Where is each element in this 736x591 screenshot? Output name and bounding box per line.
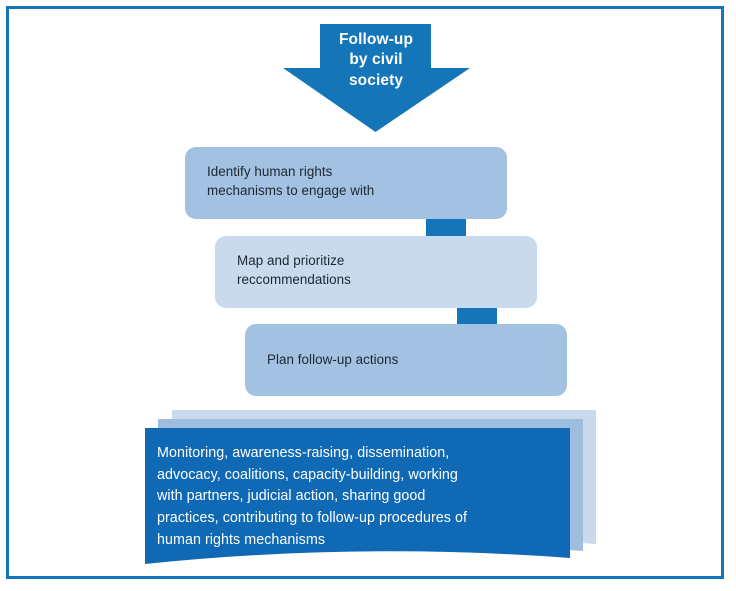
outcome-line-2: advocacy, coalitions, capacity-building,…	[157, 466, 458, 483]
outcome-line-5: human rights mechanisms	[157, 531, 326, 548]
outcome-stack-label: Monitoring, awareness-raising, dissemina…	[157, 443, 557, 552]
outcome-stack-front-layer	[145, 428, 570, 564]
outcome-line-3: with partners, judicial action, sharing …	[157, 488, 426, 505]
header-arrow-label-line-2: by civil	[349, 51, 403, 69]
outcome-line-1: Monitoring, awareness-raising, dissemina…	[157, 445, 450, 461]
step-box-2-line-1: Map and prioritize	[237, 253, 345, 268]
step-box-1-line-1: Identify human rights	[207, 164, 333, 179]
header-arrow-label-line-3: society	[348, 71, 404, 89]
step-box-1-line-2: mechanisms to engage with	[207, 183, 375, 199]
step-box-plan-actions: Plan follow-up actions	[245, 324, 567, 396]
step-box-identify-mechanisms: Identify human rights mechanisms to enga…	[185, 147, 507, 219]
step-box-2-line-2: reccommendations	[237, 272, 351, 288]
header-arrow-label-line-1: Follow-up	[338, 31, 414, 48]
header-arrow-shape	[283, 24, 470, 132]
step-box-3-line-1: Plan follow-up actions	[267, 352, 399, 367]
step-box-3-label: Plan follow-up actions	[267, 350, 527, 369]
step-box-map-prioritize: Map and prioritize reccommendations	[215, 236, 537, 308]
outcome-line-4: practices, contributing to follow-up pro…	[157, 510, 468, 527]
step-box-1-label: Identify human rights mechanisms to enga…	[207, 162, 467, 201]
step-box-2-label: Map and prioritize reccommendations	[237, 251, 497, 290]
header-arrow-label: Follow-up by civil society	[320, 30, 432, 91]
